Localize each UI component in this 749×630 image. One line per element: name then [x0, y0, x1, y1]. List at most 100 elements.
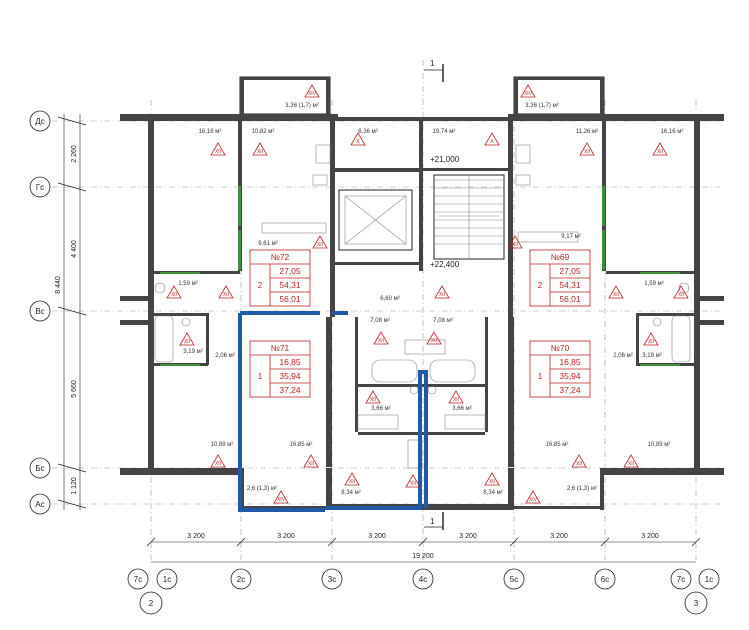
apartment-room-count: 2 — [538, 281, 543, 290]
room-area: 9,61 м² — [258, 241, 277, 247]
apartment-area-with-balcony: 56,01 — [279, 294, 301, 304]
room-area: 3,19 м² — [183, 349, 202, 355]
section-number: 3 — [684, 591, 708, 615]
section-number-label: 2 — [149, 599, 154, 608]
room-type-label: XII — [378, 338, 384, 344]
room-area: 1,59 м² — [178, 281, 197, 287]
highlight-outline — [238, 311, 428, 512]
room-type-marker: XII — [218, 285, 234, 299]
room-type-label: XII — [678, 292, 684, 298]
room-type-marker: XII — [507, 235, 523, 249]
room-type-marker: XII — [643, 332, 659, 346]
apartment-living-area: 16,85 — [559, 357, 581, 367]
room-area: 2,6 (1,3) м² — [247, 486, 277, 492]
room-type-label: XII — [308, 461, 314, 467]
axis-marker-bottom: 7с — [127, 568, 149, 590]
room-type-label: XII — [431, 338, 437, 344]
elevation-lower: +22,400 — [430, 260, 460, 269]
room-area: 3,66 м² — [371, 406, 390, 412]
apartment-room-count: 2 — [258, 281, 263, 290]
apartment-tags: №72227,0554,3156,01№69227,0554,3156,01№7… — [249, 249, 591, 398]
room-area: 16,16 м² — [661, 129, 684, 135]
apartment-number: №69 — [551, 252, 570, 262]
apartment-total-area: 54,31 — [559, 280, 581, 290]
room-area: 9,17 м² — [561, 234, 580, 240]
room-area: 10,89 м² — [211, 442, 234, 448]
room-type-marker: X — [350, 132, 366, 146]
room-type-marker: XII — [252, 142, 268, 156]
windows — [160, 186, 680, 366]
room-type-label: XII — [584, 149, 590, 155]
room-area: 6,36 м² — [358, 129, 377, 135]
room-type-label: XII — [257, 149, 263, 155]
room-type-marker: XII — [312, 235, 328, 249]
axis-marker-bottom: 6с — [594, 568, 616, 590]
left-dim-text: 2 260 — [71, 145, 78, 163]
left-dim-text: 1 120 — [71, 477, 78, 495]
room-type-marker: XII — [571, 454, 587, 468]
apartment-area-with-balcony: 37,24 — [559, 385, 581, 395]
room-type-marker: XII — [652, 142, 668, 156]
section-number-label: 3 — [694, 599, 699, 608]
axis-marker-Гс: Гс — [29, 176, 87, 198]
room-type-label: XIV — [308, 91, 317, 97]
axis-label: Вс — [35, 307, 44, 316]
axis-marker-Бс: Бс — [29, 457, 87, 479]
axis-label: 1с — [163, 575, 171, 584]
room-type-marker: XII — [210, 142, 226, 156]
section-cut-bottom: 1 — [424, 512, 444, 530]
apartment-living-area: 16,85 — [279, 357, 301, 367]
room-type-marker: XII — [448, 390, 464, 404]
room-type-label: XII — [171, 292, 177, 298]
apartment-number: №72 — [271, 252, 290, 262]
left-dim-text: 5 660 — [71, 380, 78, 398]
room-type-label: XII — [410, 481, 416, 487]
room-area: 16,16 м² — [199, 129, 222, 135]
room-area: 2,06 м² — [215, 353, 234, 359]
room-type-label: XII — [370, 397, 376, 403]
room-type-label: X — [356, 139, 360, 145]
apartment-room-count: 1 — [258, 372, 263, 381]
axis-label: Ас — [35, 500, 44, 509]
bottom-dim-text: 3 200 — [368, 533, 386, 540]
axis-marker-bottom: 4с — [412, 568, 434, 590]
room-type-marker: XII — [365, 390, 381, 404]
room-type-label: XII — [657, 149, 663, 155]
apartment-total-area: 54,31 — [279, 280, 301, 290]
room-type-marker: XIV — [304, 84, 320, 98]
room-type-label: XIV — [277, 497, 286, 503]
room-area: 10,89 м² — [648, 442, 671, 448]
room-area: 7,08 м² — [370, 318, 389, 324]
room-type-marker: XII — [373, 331, 389, 345]
apartment-area-with-balcony: 56,01 — [559, 294, 581, 304]
room-type-label: XII — [215, 149, 221, 155]
bottom-dim-text: 3 200 — [459, 533, 477, 540]
room-type-label: XII — [648, 339, 654, 345]
room-type-marker: XII — [426, 331, 442, 345]
room-area: 2,06 м² — [613, 353, 632, 359]
axis-label: 3с — [328, 575, 336, 584]
room-area: 16,85 м² — [546, 442, 569, 448]
room-type-label: XII — [184, 339, 190, 345]
axis-marker-bottom: 1с — [156, 568, 178, 590]
left-dim-text: 4 400 — [71, 240, 78, 258]
room-type-marker: XIV — [520, 84, 536, 98]
axis-marker-bottom: 7с — [670, 568, 692, 590]
room-type-label: XIV — [529, 497, 538, 503]
axis-marker-Ас: Ас — [29, 493, 87, 515]
kitchen-fixtures — [261, 144, 579, 430]
axis-label: 6с — [601, 575, 609, 584]
room-type-marker: XII — [608, 285, 624, 299]
room-area: 7,08 м² — [433, 318, 452, 324]
apartment-area-with-balcony: 37,24 — [279, 385, 301, 395]
room-area: 11,26 м² — [576, 129, 598, 135]
room-type-marker: XIV — [273, 490, 289, 504]
apartment-room-count: 1 — [538, 372, 543, 381]
room-type-marker: XII — [579, 142, 595, 156]
